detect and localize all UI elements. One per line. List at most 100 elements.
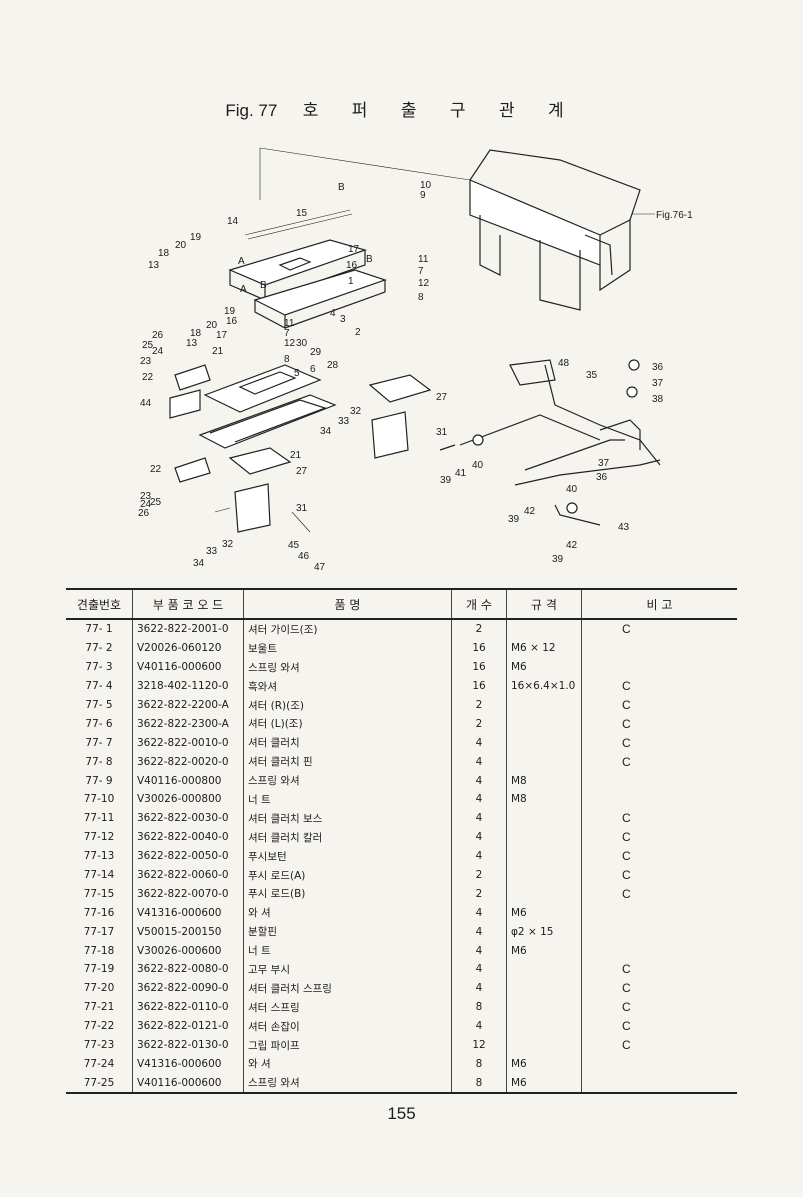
cell-quantity: 4 [451,790,507,809]
cell-index-no: 77-15 [83,887,115,900]
svg-text:39: 39 [552,554,564,565]
shutter-plates [169,364,337,483]
cell-specification [506,960,582,979]
svg-text:36: 36 [652,362,664,373]
figure-number: Fig. 77 [225,101,278,120]
svg-text:18: 18 [158,248,170,259]
cell-part-name: 푸시 로드(A) [243,865,452,885]
cell-part-code: V50015-200150 [132,922,244,942]
cell-part-code: V41316-000600 [132,903,244,923]
svg-text:22: 22 [150,464,162,475]
cell-part-code: 3622-822-0040-0 [132,827,244,847]
cell-index-no: 77-14 [83,869,115,882]
cell-specification [506,752,582,772]
cell-remarks [581,771,737,791]
cell-index-no: 77- 6 [85,717,113,730]
cell-quantity: 8 [451,997,507,1017]
svg-text:1: 1 [348,276,354,287]
svg-text:24: 24 [140,499,152,510]
cell-index-no: 77-25 [66,1073,133,1095]
cell-specification: M6 [506,903,582,923]
cell-quantity: 4 [451,808,507,828]
shutter-guide-upper [228,209,367,301]
cell-part-code: V40116-000600 [132,1073,244,1095]
cell-index-no: 77-23 [83,1039,115,1052]
svg-text:7: 7 [418,266,424,277]
svg-text:27: 27 [436,392,448,403]
cell-specification [506,695,582,715]
svg-text:29: 29 [310,347,322,358]
svg-text:31: 31 [436,427,448,438]
col-remarks: 비 고 [581,588,737,620]
svg-text:42: 42 [566,540,578,551]
cell-remarks: C [581,676,737,696]
svg-text:11: 11 [418,254,429,265]
cell-part-code: 3622-822-0030-0 [132,808,244,828]
cell-specification [506,733,582,753]
svg-text:45: 45 [288,540,300,551]
svg-text:25: 25 [142,340,154,351]
cell-remarks [581,1054,737,1074]
svg-text:17: 17 [216,330,228,341]
svg-text:5: 5 [294,368,300,379]
col-part-name: 품 명 [243,588,452,620]
cell-remarks: C [581,846,737,866]
cell-quantity: 4 [451,752,507,772]
cell-index-no: 77-22 [83,1020,115,1033]
cell-part-name: 와 셔 [243,903,452,923]
cell-quantity: 4 [451,827,507,847]
svg-text:32: 32 [222,539,234,550]
svg-text:30: 30 [296,338,308,349]
col-part-code: 부 품 코 오 드 [132,588,244,620]
cell-remarks: C [581,865,737,885]
svg-text:A: A [238,256,245,267]
cell-specification: 16×6.4×1.0 [506,676,582,696]
pipe-frame [439,359,661,526]
cell-specification: M6 [506,657,582,677]
cell-index-no: 77- 9 [85,774,113,787]
cell-specification: M6 [506,941,582,961]
svg-text:37: 37 [598,458,610,469]
cell-index-no: 77-19 [83,963,115,976]
svg-text:13: 13 [186,338,198,349]
cell-part-code: V30026-000600 [132,941,244,961]
svg-text:7: 7 [284,328,290,339]
cell-part-code: 3622-822-0121-0 [132,1016,244,1036]
cell-part-name: 셔터 가이드(조) [243,619,452,639]
svg-text:16: 16 [346,260,358,271]
cell-quantity: 4 [451,960,507,979]
cell-quantity: 8 [451,1073,507,1095]
cell-part-name: 그립 파이프 [243,1035,452,1055]
cell-part-code: 3622-822-0060-0 [132,865,244,885]
svg-text:39: 39 [508,514,520,525]
cell-specification: M8 [506,790,582,809]
cell-part-code: 3622-822-0110-0 [132,997,244,1017]
cell-remarks [581,922,737,942]
cell-part-code: 3622-822-2200-A [132,695,244,715]
cell-part-code: V40116-000800 [132,771,244,791]
cell-remarks [581,941,737,961]
cell-part-code: V41316-000600 [132,1054,244,1074]
svg-text:18: 18 [190,328,202,339]
svg-text:40: 40 [472,460,484,471]
svg-text:20: 20 [175,240,187,251]
cell-remarks: C [581,1035,737,1055]
cell-remarks: C [581,619,737,639]
svg-text:38: 38 [652,394,664,405]
cell-part-name: 셔터 (R)(조) [243,695,452,715]
cell-remarks [581,790,737,809]
svg-text:3: 3 [340,314,346,325]
cell-part-name: 스프링 와셔 [243,1073,452,1095]
